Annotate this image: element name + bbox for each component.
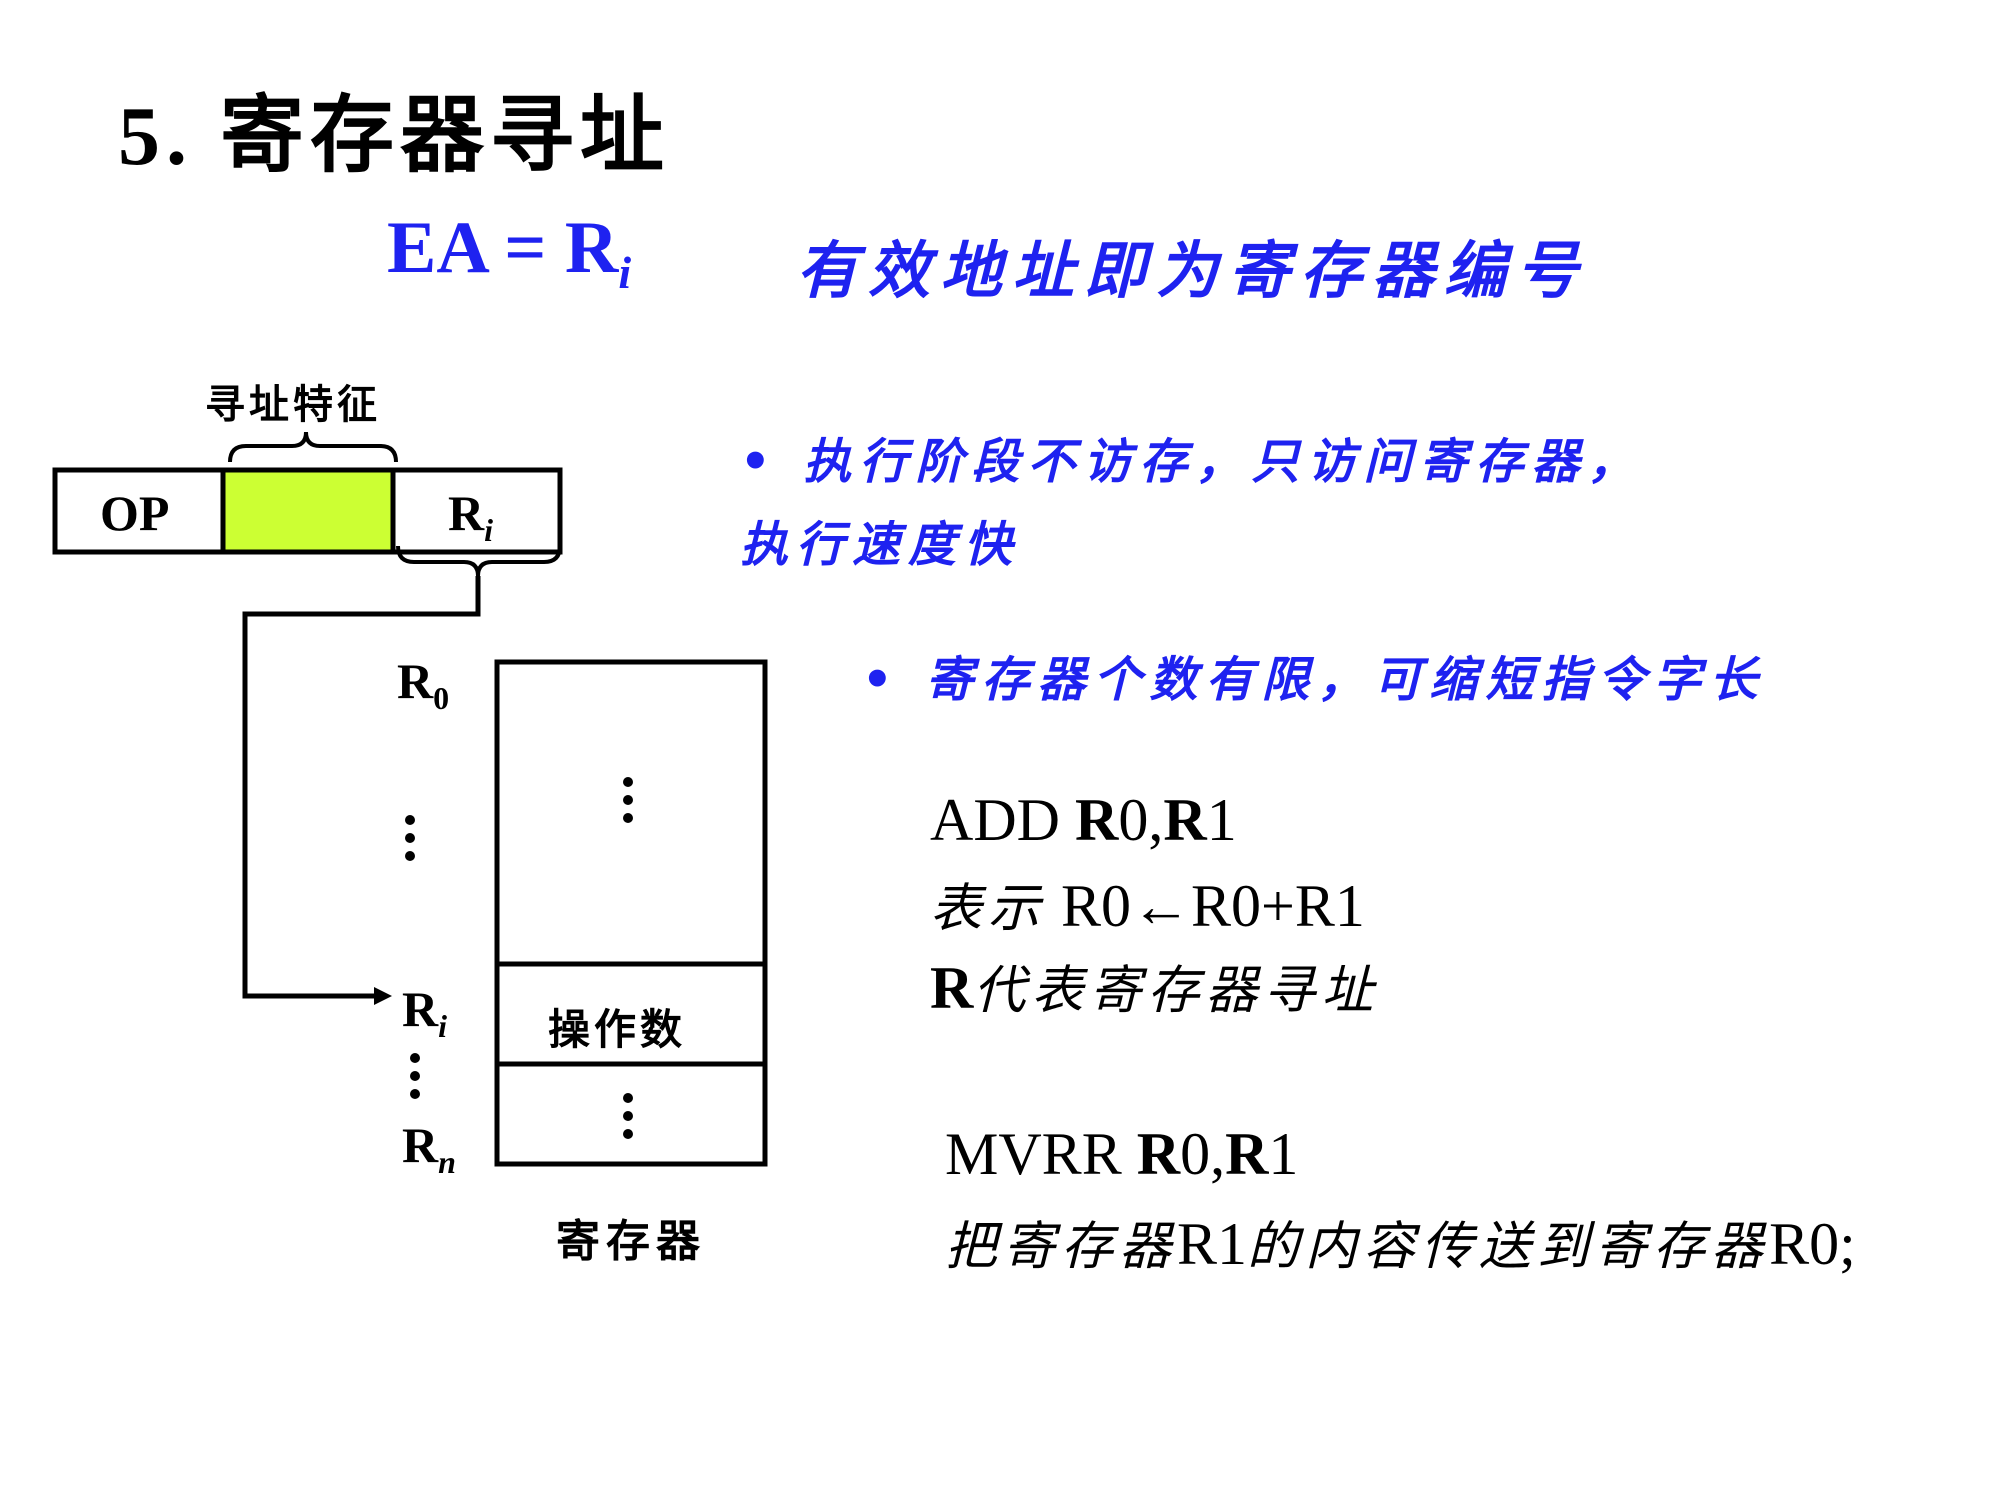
bullet-1-line-2: 执行速度快 bbox=[740, 517, 1021, 573]
operand-label: 操作数 bbox=[548, 1005, 687, 1054]
note-text: 代表寄存器寻址 bbox=[973, 961, 1380, 1021]
mvrr-desc-a: 把寄存器 bbox=[945, 1217, 1178, 1277]
ri-field-label: Ri bbox=[448, 484, 493, 549]
ellipsis-left-upper bbox=[405, 815, 415, 861]
mvrr-op2-num: 1 bbox=[1268, 1121, 1299, 1187]
ri-field-label-main: R bbox=[448, 485, 485, 541]
mvrr-op1-r: R bbox=[1136, 1121, 1181, 1187]
add-desc-expr: R0←R0+R1 bbox=[1046, 873, 1365, 939]
add-mnemonic: ADD bbox=[930, 787, 1075, 853]
register-r0-label: R0 bbox=[397, 652, 449, 717]
ea-formula-main: EA = R bbox=[387, 207, 619, 289]
ri-pointer-arrowhead bbox=[374, 987, 392, 1005]
mode-field-brace bbox=[228, 431, 398, 463]
add-op2-r: R bbox=[1163, 787, 1207, 853]
addressing-feature-label: 寻址特征 bbox=[205, 382, 381, 428]
ellipsis-left-lower bbox=[410, 1053, 420, 1099]
mvrr-op1-num: 0, bbox=[1180, 1121, 1226, 1187]
register-r0-sub: 0 bbox=[433, 680, 450, 716]
register-ri-label: Ri bbox=[402, 980, 447, 1045]
instruction-ri-field bbox=[390, 467, 563, 555]
ellipsis-register-lower bbox=[623, 1093, 633, 1139]
add-desc-prefix: 表示 bbox=[930, 879, 1047, 939]
mvrr-desc-b: 的内容传送到寄存器 bbox=[1247, 1217, 1770, 1277]
page-title: 5. 寄存器寻址 bbox=[118, 90, 671, 183]
register-rn-main: R bbox=[402, 1117, 439, 1173]
ri-pointer-line bbox=[242, 576, 481, 999]
add-op1-r: R bbox=[1075, 787, 1119, 853]
add-op2-num: 1 bbox=[1206, 787, 1237, 853]
register-addressing-note: R代表寄存器寻址 bbox=[930, 948, 1379, 1023]
op-field-label: OP bbox=[100, 485, 170, 541]
instruction-mode-field bbox=[220, 467, 396, 555]
bullet-1-line-1: • 执行阶段不访存，只访问寄存器， bbox=[740, 434, 1644, 490]
register-ri-main: R bbox=[402, 981, 439, 1037]
bullet-2: • 寄存器个数有限，可缩短指令字长 bbox=[862, 652, 1766, 708]
ri-field-label-sub: i bbox=[484, 512, 493, 548]
mvrr-desc-r1: R1 bbox=[1177, 1211, 1248, 1277]
mvrr-desc-r0: R0; bbox=[1769, 1211, 1856, 1277]
mvrr-instruction: MVRR R0,R1 bbox=[945, 1120, 1298, 1189]
mvrr-op2-r: R bbox=[1225, 1121, 1269, 1187]
register-rn-sub: n bbox=[438, 1144, 456, 1180]
register-file bbox=[494, 659, 768, 1167]
add-description: 表示 R0←R0+R1 bbox=[930, 866, 1365, 941]
ea-formula: EA = Ri bbox=[387, 206, 631, 299]
add-instruction: ADD R0,R1 bbox=[930, 786, 1237, 855]
mvrr-mnemonic: MVRR bbox=[945, 1121, 1137, 1187]
ellipsis-register-upper bbox=[623, 777, 633, 823]
note-r: R bbox=[930, 955, 974, 1021]
register-file-caption: 寄存器 bbox=[556, 1216, 706, 1267]
register-rn-label: Rn bbox=[402, 1116, 456, 1181]
ea-formula-note: 有效地址即为寄存器编号 bbox=[796, 234, 1589, 307]
register-r0-main: R bbox=[397, 653, 434, 709]
add-op1-num: 0, bbox=[1118, 787, 1164, 853]
register-ri-sub: i bbox=[438, 1008, 447, 1044]
instruction-op-field bbox=[52, 467, 226, 555]
mvrr-description: 把寄存器R1的内容传送到寄存器R0; bbox=[945, 1204, 1856, 1279]
ea-formula-subscript: i bbox=[618, 246, 632, 298]
